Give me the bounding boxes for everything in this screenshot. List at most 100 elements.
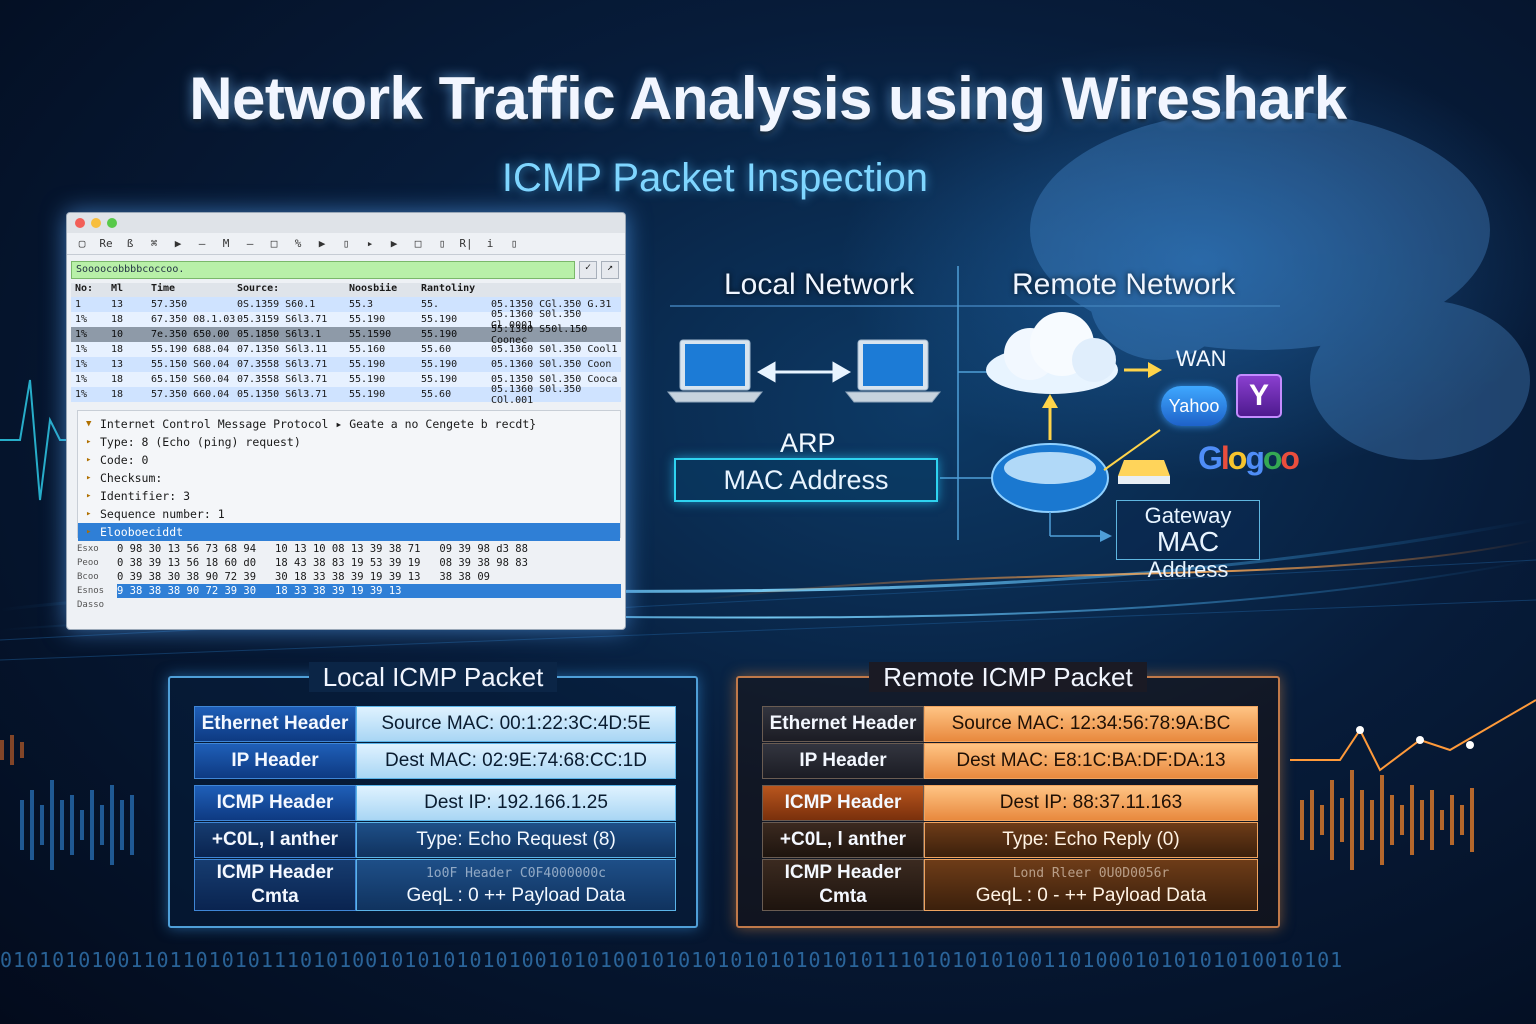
toolbar-tool-icon[interactable]: — bbox=[198, 237, 206, 250]
column-header[interactable]: Source: bbox=[237, 283, 280, 294]
detail-tree-item[interactable]: ▸Sequence number: 1 bbox=[78, 505, 620, 523]
tree-expand-icon[interactable]: ▸ bbox=[86, 509, 92, 519]
hex-line[interactable]: 0 39 38 30 38 90 72 39 30 18 33 38 39 19… bbox=[117, 571, 490, 583]
page-subtitle: ICMP Packet Inspection bbox=[501, 156, 929, 200]
detail-tree-item[interactable]: ▼Internet Control Message Protocol ▸ Gea… bbox=[78, 415, 620, 433]
maximize-icon[interactable] bbox=[107, 218, 117, 228]
column-header[interactable]: No: bbox=[75, 283, 94, 294]
packet-cell: 10 bbox=[111, 329, 124, 340]
toolbar-tool-icon[interactable]: ▢ bbox=[78, 237, 86, 250]
packet-field-key: +C0L, l anther bbox=[762, 822, 924, 858]
packet-cell: 55.190 bbox=[421, 359, 458, 370]
toolbar-tool-icon[interactable]: ⌘ bbox=[150, 237, 158, 250]
packet-cell: 55.1590 bbox=[349, 329, 392, 340]
packet-cell: 57.350 660.04 bbox=[151, 389, 230, 400]
close-icon[interactable] bbox=[75, 218, 85, 228]
column-header[interactable]: Rantoliny bbox=[421, 283, 476, 294]
hex-line[interactable]: 0 38 39 13 56 18 60 d0 18 43 38 83 19 53… bbox=[117, 557, 528, 569]
yahoo-icon: Yahoo bbox=[1161, 386, 1227, 426]
toolbar-tool-icon[interactable]: ß bbox=[126, 237, 134, 250]
toolbar-tool-icon[interactable]: □ bbox=[414, 237, 422, 250]
packet-field-key: Ethernet Header bbox=[194, 706, 356, 742]
packet-cell: 55.190 bbox=[349, 389, 386, 400]
packet-list-header: No: Ml Time Source: Noosbiie Rantoliny bbox=[71, 283, 621, 297]
packet-cell: 55.190 688.04 bbox=[151, 344, 230, 355]
toolbar-tool-icon[interactable]: ▸ bbox=[366, 237, 374, 250]
packet-cell: 13 bbox=[111, 299, 124, 310]
hex-offset: Peoo bbox=[77, 558, 99, 568]
toolbar-tool-icon[interactable]: ▯ bbox=[438, 237, 446, 250]
page-title: Network Traffic Analysis using Wireshark bbox=[189, 65, 1347, 132]
display-filter-input[interactable]: Soooocobbbbcoccoo. bbox=[71, 261, 575, 279]
google-logo-icon: Glogoo bbox=[1198, 440, 1300, 476]
column-header[interactable]: Ml bbox=[111, 283, 124, 294]
detail-tree-item[interactable]: ▸Type: 8 (Echo (ping) request) bbox=[78, 433, 620, 451]
packet-cell: 1% bbox=[75, 374, 88, 385]
tree-expand-icon[interactable]: ▸ bbox=[86, 491, 92, 501]
packet-cell: 05.1350 S0l.350 Cooca bbox=[491, 374, 618, 385]
arrow-up-icon bbox=[1042, 394, 1058, 440]
window-titlebar bbox=[67, 213, 625, 233]
packet-cell: 55.60 bbox=[421, 344, 452, 355]
remote-packet-title: Remote ICMP Packet bbox=[869, 662, 1147, 692]
column-header[interactable]: Noosbiie bbox=[349, 283, 398, 294]
packet-cell: 1% bbox=[75, 389, 88, 400]
detail-tree-item[interactable]: ▸Elooboeciddt bbox=[78, 523, 620, 541]
filter-apply-icon[interactable]: ↗ bbox=[601, 261, 619, 279]
tree-expand-icon[interactable]: ▸ bbox=[86, 437, 92, 447]
detail-tree-item[interactable]: ▸Identifier: 3 bbox=[78, 487, 620, 505]
toolbar-tool-icon[interactable]: ▶ bbox=[318, 237, 326, 250]
toolbar-tool-icon[interactable]: i bbox=[486, 237, 494, 250]
tree-expand-icon[interactable]: ▸ bbox=[86, 455, 92, 465]
detail-tree-item[interactable]: ▸Code: 0 bbox=[78, 451, 620, 469]
toolbar-tool-icon[interactable]: R| bbox=[459, 237, 473, 250]
toolbar-tool-icon[interactable]: ▯ bbox=[510, 237, 518, 250]
detail-tree-item[interactable]: ▸Checksum: bbox=[78, 469, 620, 487]
packet-cell: 05.3159 S6l3.71 bbox=[237, 314, 328, 325]
minimize-icon[interactable] bbox=[91, 218, 101, 228]
hex-line[interactable]: 9 38 38 38 90 72 39 30 18 33 38 39 19 39… bbox=[117, 584, 621, 598]
tree-expand-icon[interactable]: ▸ bbox=[86, 473, 92, 483]
toolbar-tool-icon[interactable]: ▶ bbox=[390, 237, 398, 250]
column-header[interactable] bbox=[491, 283, 621, 297]
binary-stream: 0101010100110110101011101010010101010101… bbox=[0, 948, 1344, 972]
toolbar-tool-icon[interactable]: Re bbox=[99, 237, 113, 250]
packet-cell: 05.1360 S0l.350 COl.001 bbox=[491, 383, 582, 406]
toolbar-tool-icon[interactable]: ▶ bbox=[174, 237, 182, 250]
packet-cell: 05.1350 S6l3.71 bbox=[237, 389, 328, 400]
packet-cell: 57.350 bbox=[151, 299, 188, 310]
packet-field-value: Dest MAC: 02:9E:74:68:CC:1D bbox=[356, 743, 676, 779]
hex-line[interactable]: 0 98 30 13 56 73 68 94 10 13 10 08 13 39… bbox=[117, 543, 528, 555]
column-header[interactable]: Time bbox=[151, 283, 176, 294]
remote-network-label: Remote Network bbox=[1012, 268, 1236, 301]
toolbar-tool-icon[interactable]: % bbox=[294, 237, 302, 250]
packet-cell: 18 bbox=[111, 314, 124, 325]
toolbar-tool-icon[interactable]: — bbox=[246, 237, 254, 250]
toolbar-tool-icon[interactable]: M bbox=[222, 237, 230, 250]
toolbar-tool-icon[interactable]: □ bbox=[270, 237, 278, 250]
packet-cell: 05.1350 CGl.350 G.31 bbox=[491, 299, 612, 310]
toolbar-tool-icon[interactable]: ▯ bbox=[342, 237, 350, 250]
packet-field-value: Dest MAC: E8:1C:BA:DF:DA:13 bbox=[924, 743, 1258, 779]
tree-expand-icon[interactable]: ▼ bbox=[86, 419, 92, 429]
packet-field-value: Source MAC: 00:1:22:3C:4D:5E bbox=[356, 706, 676, 742]
filter-bookmark-icon[interactable]: ✓ bbox=[579, 261, 597, 279]
packet-cell: 07.1350 S6l3.11 bbox=[237, 344, 328, 355]
router-icon bbox=[991, 443, 1109, 513]
tree-expand-icon[interactable]: ▸ bbox=[86, 527, 92, 537]
